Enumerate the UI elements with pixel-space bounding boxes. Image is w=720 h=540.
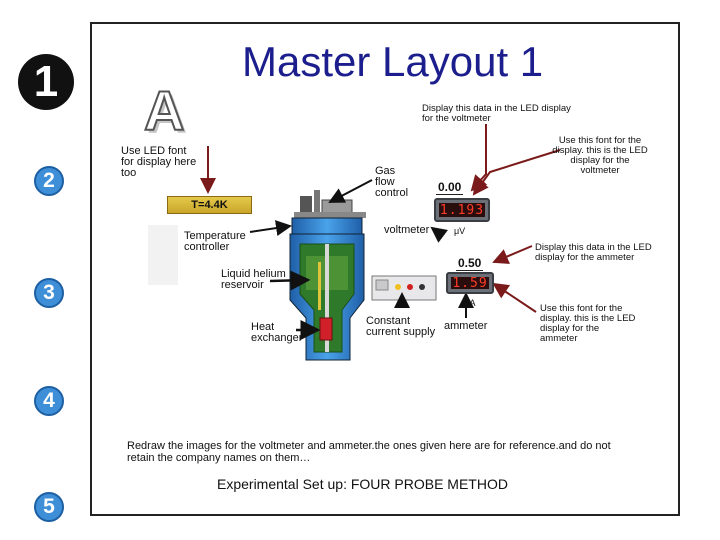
voltmeter-screen: 1.193: [439, 202, 485, 218]
temperature-controller-arrow: [249, 220, 292, 236]
heat-exchanger-block: [319, 317, 333, 341]
ammeter-data-note: Display this data in the LED display for…: [535, 242, 652, 263]
voltmeter-data-note: Display this data in the LED display for…: [422, 103, 571, 124]
step-2-badge: 2: [34, 166, 64, 196]
helium-reservoir: [299, 243, 355, 353]
ammeter-device: 1.59: [446, 272, 494, 294]
cryostat-top: [294, 190, 366, 218]
temperature-controller-label: Temperature controller: [184, 230, 246, 253]
figure-caption: Experimental Set up: FOUR PROBE METHOD: [217, 476, 508, 492]
content-frame: [90, 22, 680, 516]
ammeter-font-arrow: [492, 282, 537, 313]
section-letter: A: [143, 78, 185, 143]
ammeter-font-note: Use this font for the display. this is t…: [540, 303, 636, 344]
step-5-badge: 5: [34, 492, 64, 522]
constant-current-label: Constant current supply: [366, 315, 436, 338]
current-supply-unit: [371, 275, 437, 301]
voltmeter-arrow: [430, 226, 448, 243]
step-4-badge: 4: [34, 386, 64, 416]
redraw-note: Redraw the images for the voltmeter and …: [127, 440, 611, 464]
ammeter-unit: mA: [462, 298, 476, 308]
voltmeter-device: 1.193: [434, 198, 490, 222]
voltmeter-label: voltmeter: [384, 224, 430, 236]
temperature-display: T=4.4K: [167, 196, 252, 214]
led-font-note: Use LED font for display here too: [121, 145, 197, 179]
liquid-helium-label: Liquid helium reservoir: [221, 268, 286, 291]
ammeter-screen: 1.59: [451, 275, 489, 291]
controller-shadow: [148, 225, 178, 285]
voltmeter-value: 0.00: [436, 180, 464, 195]
voltmeter-font-note: Use this font for the display. this is t…: [552, 135, 648, 176]
helium-reservoir-arrow: [269, 270, 311, 291]
heat-exchanger-label: Heat exchanger: [251, 321, 303, 344]
voltmeter-font-arrow: [472, 149, 561, 196]
ammeter-value: 0.50: [456, 256, 484, 271]
ammeter-data-arrow: [492, 245, 533, 264]
page-title: Master Layout 1: [242, 38, 544, 85]
gas-flow-arrow: [328, 179, 373, 203]
voltmeter-unit: μV: [454, 226, 466, 236]
ammeter-label: ammeter: [444, 320, 488, 332]
step-3-badge: 3: [34, 278, 64, 308]
gas-flow-label: Gas flow control: [375, 165, 409, 199]
step-1-badge: 1: [18, 54, 74, 110]
